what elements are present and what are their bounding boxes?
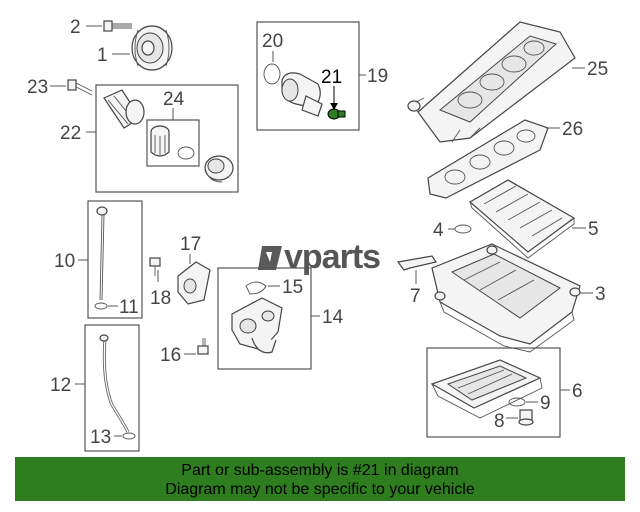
part-2-bolt[interactable]: [103, 20, 132, 32]
callout-26[interactable]: 26: [562, 119, 583, 140]
callout-1[interactable]: 1: [97, 45, 108, 66]
part-1-pulley[interactable]: [131, 25, 173, 71]
part-11-o-ring[interactable]: [94, 302, 108, 310]
callout-17[interactable]: 17: [180, 234, 201, 255]
callout-22[interactable]: 22: [60, 123, 81, 144]
callout-23[interactable]: 23: [27, 77, 48, 98]
callout-5[interactable]: 5: [588, 219, 599, 240]
part-23-bolt[interactable]: [67, 79, 93, 96]
callout-10[interactable]: 10: [54, 251, 75, 272]
callout-20[interactable]: 20: [262, 31, 283, 52]
part-25-intake-manifold[interactable]: [407, 21, 576, 143]
part-14-oil-pump[interactable]: [231, 297, 283, 354]
callout-15[interactable]: 15: [282, 277, 303, 298]
callout-16[interactable]: 16: [160, 345, 181, 366]
callout-6[interactable]: 6: [572, 381, 583, 402]
part-22-filter-cap[interactable]: [204, 155, 234, 183]
callout-11[interactable]: 11: [119, 297, 139, 318]
group-22-box: [95, 84, 239, 193]
part-15-gasket[interactable]: [245, 281, 267, 295]
part-3-upper-oil-pan[interactable]: [431, 243, 581, 353]
banner-line-1: Part or sub-assembly is #21 in diagram: [181, 462, 459, 479]
part-22-filter-housing[interactable]: [103, 89, 145, 129]
group-19-box: [256, 21, 360, 131]
callout-21[interactable]: 21: [321, 67, 342, 88]
part-16-bolt[interactable]: [197, 338, 209, 355]
callout-18[interactable]: 18: [150, 288, 171, 309]
group-6-box: [426, 347, 561, 438]
part-8-drain-plug[interactable]: [518, 409, 534, 426]
group-14-box: [217, 267, 312, 370]
part-19-thermostat-housing[interactable]: [281, 72, 323, 117]
part-4-o-ring[interactable]: [454, 224, 472, 234]
parts-diagram: 1 2 23 22 24 19 20: [27, 17, 608, 452]
part-13-o-ring[interactable]: [122, 432, 136, 440]
part-24-filter-element[interactable]: [150, 125, 195, 160]
part-20-o-ring[interactable]: [263, 63, 281, 85]
part-26-gasket[interactable]: [427, 119, 549, 199]
callout-25[interactable]: 25: [587, 59, 608, 80]
callout-3[interactable]: 3: [595, 284, 606, 305]
part-10-dipstick[interactable]: [96, 206, 108, 301]
callout-19[interactable]: 19: [367, 66, 388, 87]
part-12-dipstick-tube[interactable]: [99, 334, 130, 433]
callout-7[interactable]: 7: [410, 286, 421, 307]
vparts-logo: vparts: [258, 238, 381, 276]
callout-24[interactable]: 24: [163, 89, 185, 110]
callout-12[interactable]: 12: [50, 375, 71, 396]
part-7-bracket[interactable]: [396, 255, 437, 271]
callout-14[interactable]: 14: [322, 307, 344, 328]
callout-13[interactable]: 13: [90, 427, 111, 448]
part-6-lower-oil-pan[interactable]: [430, 359, 543, 419]
callout-9[interactable]: 9: [540, 393, 551, 414]
part-9-gasket[interactable]: [508, 397, 526, 407]
part-17-bracket[interactable]: [177, 261, 211, 305]
callout-2[interactable]: 2: [70, 17, 81, 38]
info-banner: Part or sub-assembly is #21 in diagram D…: [15, 457, 625, 501]
part-18-bolt[interactable]: [149, 257, 161, 276]
callout-4[interactable]: 4: [433, 220, 444, 241]
part-5-baffle[interactable]: [468, 179, 576, 259]
callout-8[interactable]: 8: [494, 411, 505, 432]
group-12-box: [84, 324, 140, 452]
part-21-sensor-highlighted[interactable]: [327, 108, 346, 120]
logo-text: vparts: [284, 238, 380, 276]
banner-line-2: Diagram may not be specific to your vehi…: [165, 481, 475, 498]
